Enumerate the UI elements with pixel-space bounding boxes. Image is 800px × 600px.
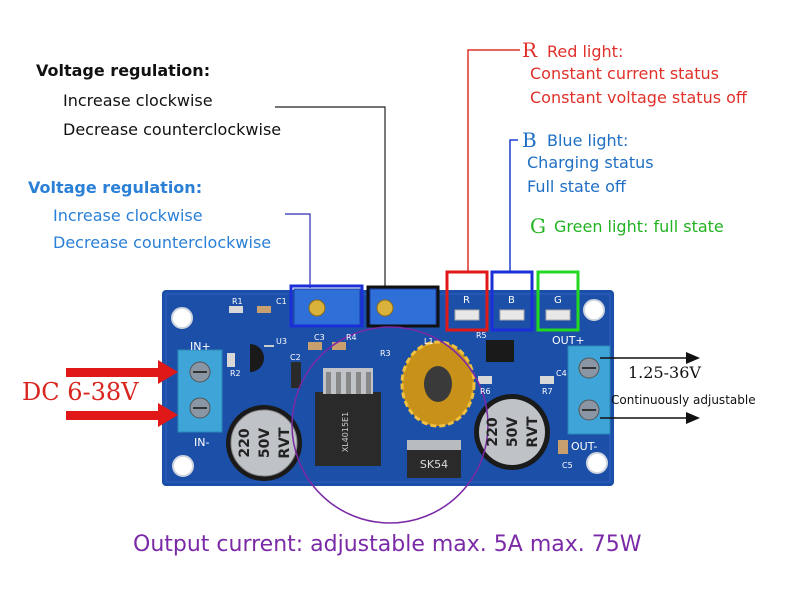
red-leader-line	[467, 49, 520, 272]
input-voltage-label: DC 6-38V	[22, 378, 139, 406]
silk-c1: C1	[276, 297, 287, 306]
red-light-line2: Constant voltage status off	[530, 88, 747, 107]
red-light-title: Red light:	[547, 42, 624, 61]
black-block-line2: Decrease counterclockwise	[63, 120, 282, 139]
blue-block-line2: Decrease counterclockwise	[53, 233, 272, 252]
blue-highlight-box	[289, 284, 364, 328]
input-arrow-top	[66, 360, 178, 384]
diode-label: SK54	[420, 458, 448, 471]
cap-right-line1: 220	[485, 417, 501, 446]
blue-led-box	[490, 270, 534, 332]
mount-hole	[171, 307, 193, 329]
chip-label: XL4015E1	[341, 412, 350, 452]
mount-hole	[586, 452, 608, 474]
highlight-circle	[291, 326, 489, 524]
cap-left-line2: 50V	[257, 428, 273, 458]
diode-sk54	[407, 448, 461, 478]
silk-c4: C4	[556, 369, 567, 378]
cap-right-line3: RVT	[525, 416, 541, 448]
silk-c2: C2	[290, 353, 301, 362]
blue-light-line1: Charging status	[527, 153, 654, 172]
led-r-label: R	[463, 295, 470, 306]
green-led-box	[536, 270, 580, 332]
out-plus-label: OUT+	[552, 334, 585, 347]
transistor-u3	[250, 344, 274, 372]
capacitor-right	[474, 394, 550, 470]
cap-left-line1: 220	[237, 428, 253, 457]
green-led	[545, 309, 571, 321]
blue-light-letter: B	[522, 128, 537, 152]
footer-current-label: Output current: adjustable max. 5A max. …	[133, 532, 642, 557]
silk-r2: R2	[230, 369, 241, 378]
cap-left-line3: RVT	[277, 427, 293, 459]
blue-led	[499, 309, 525, 321]
silk-u3: U3	[276, 337, 287, 346]
capacitor-left	[226, 405, 302, 481]
inductor-l1	[400, 340, 476, 428]
output-adjustable-label: Continuously adjustable	[611, 393, 756, 407]
potentiometer-blue	[293, 288, 361, 326]
silk-r6: R6	[480, 387, 491, 396]
blue-block-title: Voltage regulation:	[28, 178, 203, 197]
out-minus-label: OUT-	[571, 440, 597, 453]
blue-leader-line	[285, 213, 311, 288]
green-light-title: Green light: full state	[554, 217, 724, 236]
mount-hole	[583, 299, 605, 321]
silk-l1: L1	[424, 337, 434, 346]
input-arrow-bottom	[66, 403, 178, 427]
black-block-line1: Increase clockwise	[63, 91, 213, 110]
red-led-box	[445, 270, 489, 332]
black-leader-line	[275, 106, 386, 290]
cap-right-line2: 50V	[505, 417, 521, 447]
output-arrow-top	[600, 352, 700, 364]
blue-block-line1: Increase clockwise	[53, 206, 203, 225]
in-minus-label: IN-	[194, 436, 209, 449]
output-arrow-bottom	[600, 412, 700, 424]
output-voltage-label: 1.25-36V	[628, 363, 701, 382]
silk-r5: R5	[476, 331, 487, 340]
silk-r3: R3	[380, 349, 391, 358]
blue-light-leader-line	[509, 139, 518, 272]
red-led	[454, 309, 480, 321]
silk-c3: C3	[314, 333, 325, 342]
red-light-line1: Constant current status	[530, 64, 719, 83]
silk-r7: R7	[542, 387, 553, 396]
silk-r4: R4	[346, 333, 357, 342]
green-light-letter: G	[530, 214, 546, 238]
red-light-letter: R	[522, 38, 538, 62]
silk-c5: C5	[562, 461, 573, 470]
silk-r1: R1	[232, 297, 243, 306]
led-b-label: B	[508, 295, 515, 306]
led-g-label: G	[554, 295, 562, 306]
blue-light-title: Blue light:	[547, 131, 629, 150]
black-highlight-box	[366, 285, 440, 328]
regulator-chip	[315, 368, 381, 466]
black-block-title: Voltage regulation:	[36, 61, 211, 80]
small-ic	[486, 340, 514, 362]
cap-left-text: 220 50V RVT	[237, 427, 293, 459]
blue-light-line2: Full state off	[527, 177, 626, 196]
in-plus-label: IN+	[190, 340, 211, 353]
mount-hole	[172, 455, 194, 477]
cap-right-text: 220 50V RVT	[485, 416, 541, 448]
